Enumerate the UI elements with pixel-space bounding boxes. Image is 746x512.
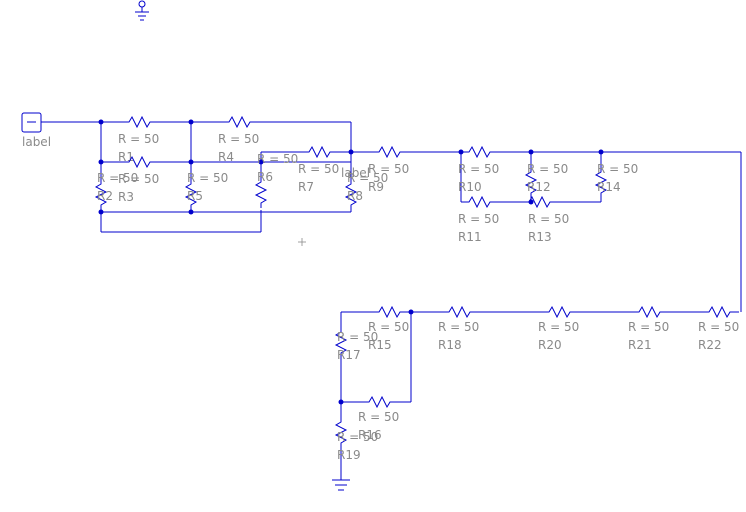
- resistor-r21[interactable]: R = 50 R21: [628, 305, 669, 352]
- resistor-r3[interactable]: R = 50 R3: [118, 155, 159, 204]
- resistor-name: R3: [118, 190, 134, 204]
- resistor-name: R11: [458, 230, 482, 244]
- resistor-value: R = 50: [118, 132, 159, 146]
- resistor-symbol: [184, 178, 198, 210]
- resistor-r18[interactable]: R = 50 R18: [438, 305, 479, 352]
- resistor-value: R = 50: [698, 320, 739, 334]
- resistor-symbol: [94, 178, 108, 210]
- resistor-value: R = 50: [458, 162, 499, 176]
- resistor-value: R = 50: [187, 171, 228, 185]
- resistor-name: R16: [358, 428, 382, 442]
- resistor-name: R19: [337, 448, 361, 462]
- resistor-value: R = 50: [597, 162, 638, 176]
- resistor-symbol: [441, 305, 479, 319]
- port-label: label: [341, 166, 370, 180]
- resistor-r15[interactable]: R = 50 R15: [368, 305, 409, 352]
- resistor-symbol: [371, 145, 409, 159]
- resistor-value: R = 50: [368, 162, 409, 176]
- resistor-name: R2: [97, 189, 113, 203]
- resistor-r16[interactable]: R = 50 R16: [358, 395, 399, 442]
- cursor-crosshair: [298, 238, 306, 246]
- resistor-symbol: [594, 166, 608, 198]
- resistor-r2[interactable]: R = 50 R2: [94, 171, 138, 210]
- resistor-symbol: [334, 326, 348, 358]
- resistor-name: R12: [527, 180, 551, 194]
- resistor-symbol: [701, 305, 739, 319]
- resistor-name: R20: [538, 338, 562, 352]
- resistor-name: R18: [438, 338, 462, 352]
- resistor-symbol: [631, 305, 669, 319]
- resistor-r13[interactable]: R = 50 R13: [521, 195, 569, 244]
- resistor-value: R = 50: [257, 152, 298, 166]
- resistor-value: R = 50: [337, 430, 378, 444]
- resistor-symbol: [361, 395, 399, 409]
- resistor-r10[interactable]: R = 50 R10: [458, 145, 499, 194]
- resistor-r4[interactable]: R = 50 R4: [218, 115, 259, 164]
- resistor-r9[interactable]: R = 50 R9: [368, 145, 409, 194]
- resistor-name: R21: [628, 338, 652, 352]
- resistor-name: R4: [218, 150, 234, 164]
- resistor-value: R = 50: [628, 320, 669, 334]
- resistor-r8[interactable]: R = 50 R8: [344, 171, 388, 210]
- resistor-name: R22: [698, 338, 722, 352]
- resistor-r14[interactable]: R = 50 R14: [594, 162, 638, 198]
- resistor-symbol: [541, 305, 579, 319]
- ground-symbol[interactable]: [135, 0, 149, 21]
- resistor-symbol: [121, 115, 159, 129]
- resistor-value: R = 50: [538, 320, 579, 334]
- resistor-symbol: [524, 166, 538, 198]
- resistor-name: R13: [528, 230, 552, 244]
- resistor-r5[interactable]: R = 50 R5: [184, 171, 228, 210]
- resistor-value: R = 50: [527, 162, 568, 176]
- resistor-symbol: [334, 416, 348, 448]
- resistor-name: R15: [368, 338, 392, 352]
- resistor-name: R7: [298, 180, 314, 194]
- resistor-value: R = 50: [97, 171, 138, 185]
- resistor-r17[interactable]: R = 50 R17: [334, 326, 378, 362]
- resistor-value: R = 50: [458, 212, 499, 226]
- resistor-name: R17: [337, 348, 361, 362]
- resistor-value: R = 50: [358, 410, 399, 424]
- resistor-value: R = 50: [347, 171, 388, 185]
- resistor-symbol: [121, 155, 159, 169]
- resistor-r22[interactable]: R = 50 R22: [698, 305, 739, 352]
- resistor-value: R = 50: [298, 162, 339, 176]
- input-port[interactable]: label: [21, 112, 51, 149]
- resistor-value: R = 50: [528, 212, 569, 226]
- wires: [41, 121, 742, 480]
- ground-symbol[interactable]: [332, 479, 350, 491]
- resistor-symbol: [221, 115, 259, 129]
- resistor-r19[interactable]: R = 50 R19: [334, 416, 378, 462]
- resistor-name: R8: [347, 189, 363, 203]
- resistor-r11[interactable]: R = 50 R11: [458, 195, 499, 244]
- resistor-symbol: [461, 145, 499, 159]
- resistor-symbol: [301, 145, 339, 159]
- resistor-symbol: [254, 176, 268, 208]
- resistor-r6[interactable]: R = 50 R6: [254, 152, 298, 208]
- resistor-symbol: [344, 178, 358, 210]
- resistor-symbol: [371, 305, 409, 319]
- resistor-name: R10: [458, 180, 482, 194]
- resistor-name: R6: [257, 170, 273, 184]
- resistor-value: R = 50: [438, 320, 479, 334]
- resistor-name: R5: [187, 189, 203, 203]
- resistor-value: R = 50: [368, 320, 409, 334]
- resistor-value: R = 50: [337, 330, 378, 344]
- resistor-r7[interactable]: R = 50 R7: [298, 145, 339, 194]
- resistor-name: R14: [597, 180, 621, 194]
- resistor-r12[interactable]: R = 50 R12: [524, 162, 568, 198]
- resistor-symbol: [521, 195, 559, 209]
- resistor-name: R9: [368, 180, 384, 194]
- port-label: label: [22, 135, 51, 149]
- resistor-symbol: [461, 195, 499, 209]
- resistor-value: R = 50: [118, 172, 159, 186]
- resistor-r20[interactable]: R = 50 R20: [538, 305, 579, 352]
- resistor-value: R = 50: [218, 132, 259, 146]
